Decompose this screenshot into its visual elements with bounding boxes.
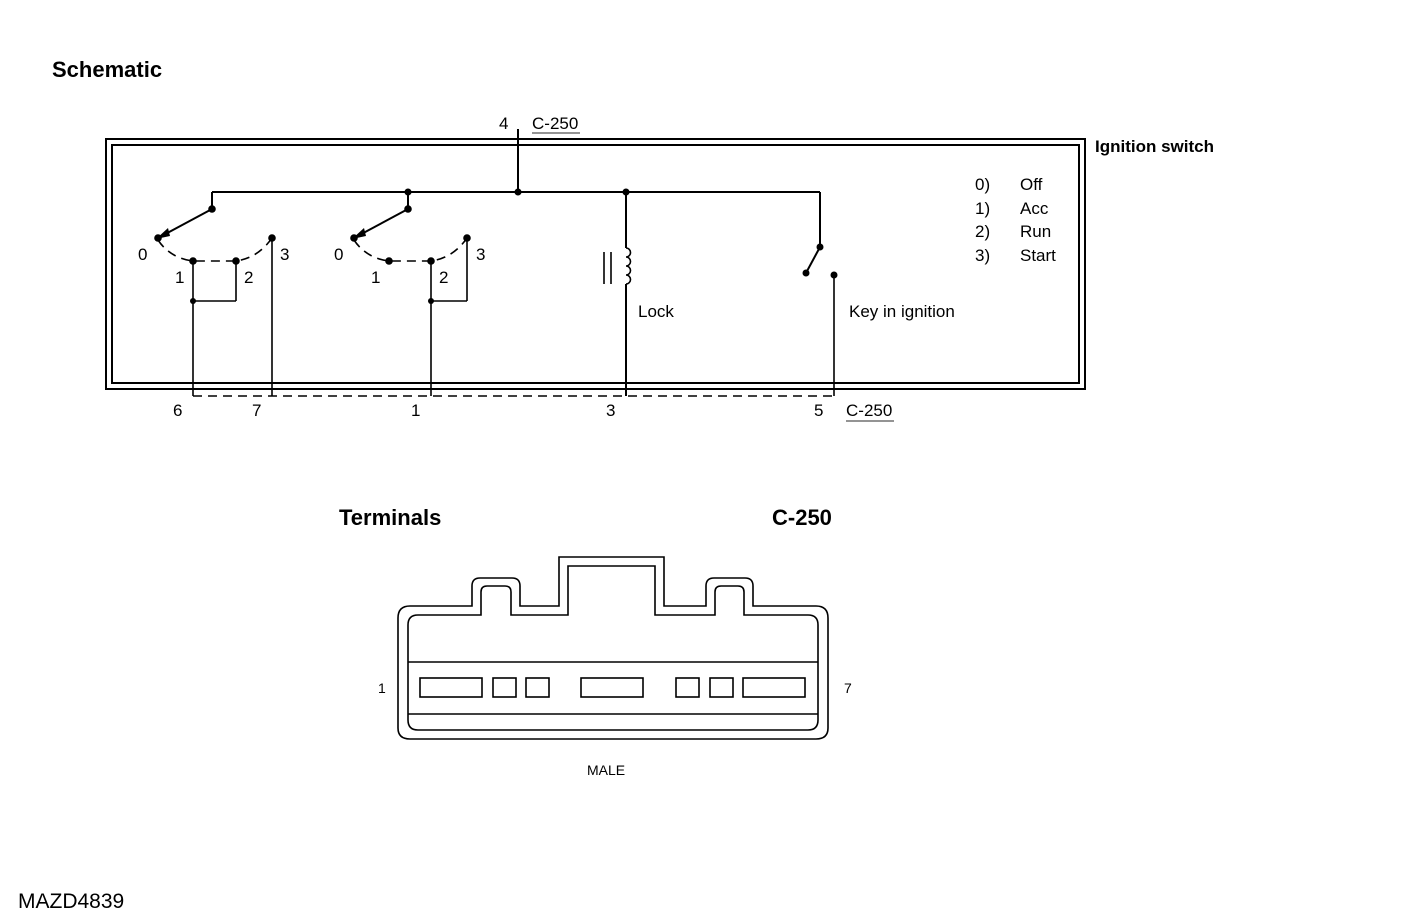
deck1-contact-3: 3 <box>280 245 289 264</box>
connector-gender-label: MALE <box>587 762 625 778</box>
legend-name-3: Start <box>1020 246 1056 265</box>
lock-solenoid: Lock <box>603 192 674 396</box>
figure-id: MAZD4839 <box>18 890 124 913</box>
legend-num-0: 0) <box>975 175 990 194</box>
terminal-slot-1 <box>419 677 483 698</box>
terminal-slot-7 <box>742 677 806 698</box>
deck2-contact-3: 3 <box>476 245 485 264</box>
bottom-connector: 6 7 1 3 5 C-250 <box>173 395 894 422</box>
terminals-heading: Terminals <box>339 505 441 530</box>
legend-name-1: Acc <box>1020 199 1049 218</box>
legend-name-0: Off <box>1020 175 1043 194</box>
bottom-pin-1: 1 <box>411 401 420 420</box>
legend-num-2: 2) <box>975 222 990 241</box>
position-legend: 0) Off 1) Acc 2) Run 3) Start <box>975 175 1056 265</box>
terminal-slot-3 <box>525 677 550 698</box>
bottom-pin-6: 6 <box>173 401 182 420</box>
switch-housing <box>105 138 1086 390</box>
switch-deck-1: 0 1 2 3 <box>138 192 289 396</box>
terminal-slot-6 <box>709 677 734 698</box>
terminal-first-label: 1 <box>378 680 386 696</box>
bottom-pin-3: 3 <box>606 401 615 420</box>
component-label: Ignition switch <box>1095 137 1214 156</box>
deck2-contact-2: 2 <box>439 268 448 287</box>
switch-deck-2: 0 1 2 3 <box>334 192 485 396</box>
terminal-slot-4 <box>580 677 644 698</box>
deck1-contact-1: 1 <box>175 268 184 287</box>
deck2-contact-1: 1 <box>371 268 380 287</box>
top-connector-label: C-250 <box>532 114 578 133</box>
connector-face <box>397 556 829 740</box>
legend-num-1: 1) <box>975 199 990 218</box>
lock-label: Lock <box>638 302 674 321</box>
terminal-last-label: 7 <box>844 680 852 696</box>
bottom-pin-7: 7 <box>252 401 261 420</box>
deck2-contact-0: 0 <box>334 245 343 264</box>
key-in-ignition-switch: Key in ignition <box>802 192 955 396</box>
key-in-ignition-label: Key in ignition <box>849 302 955 321</box>
bottom-pin-5: 5 <box>814 401 823 420</box>
top-pin-number: 4 <box>499 114 508 133</box>
top-connector-pin: 4 C-250 <box>499 114 580 192</box>
bottom-connector-label: C-250 <box>846 401 892 420</box>
terminals-connector-label: C-250 <box>772 505 832 530</box>
deck1-contact-0: 0 <box>138 245 147 264</box>
deck1-contact-2: 2 <box>244 268 253 287</box>
terminal-slot-2 <box>492 677 517 698</box>
terminal-slot-5 <box>675 677 700 698</box>
schematic-heading: Schematic <box>52 57 162 82</box>
legend-name-2: Run <box>1020 222 1051 241</box>
common-bus <box>212 188 820 196</box>
legend-num-3: 3) <box>975 246 990 265</box>
